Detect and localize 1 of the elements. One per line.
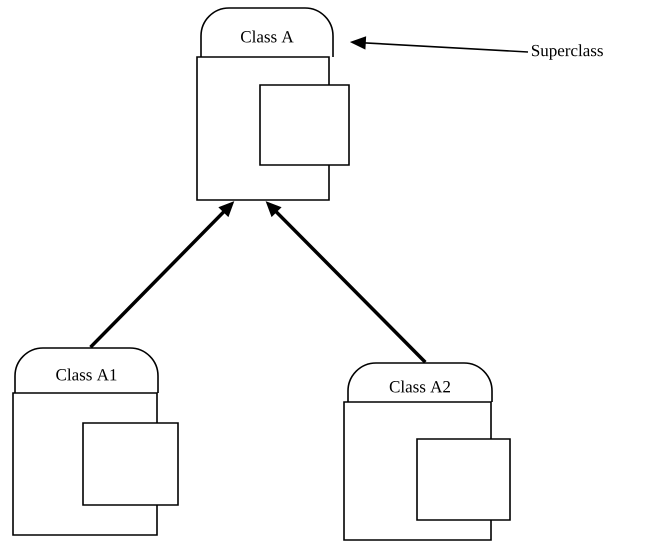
note-text: Superclass [532, 44, 603, 60]
